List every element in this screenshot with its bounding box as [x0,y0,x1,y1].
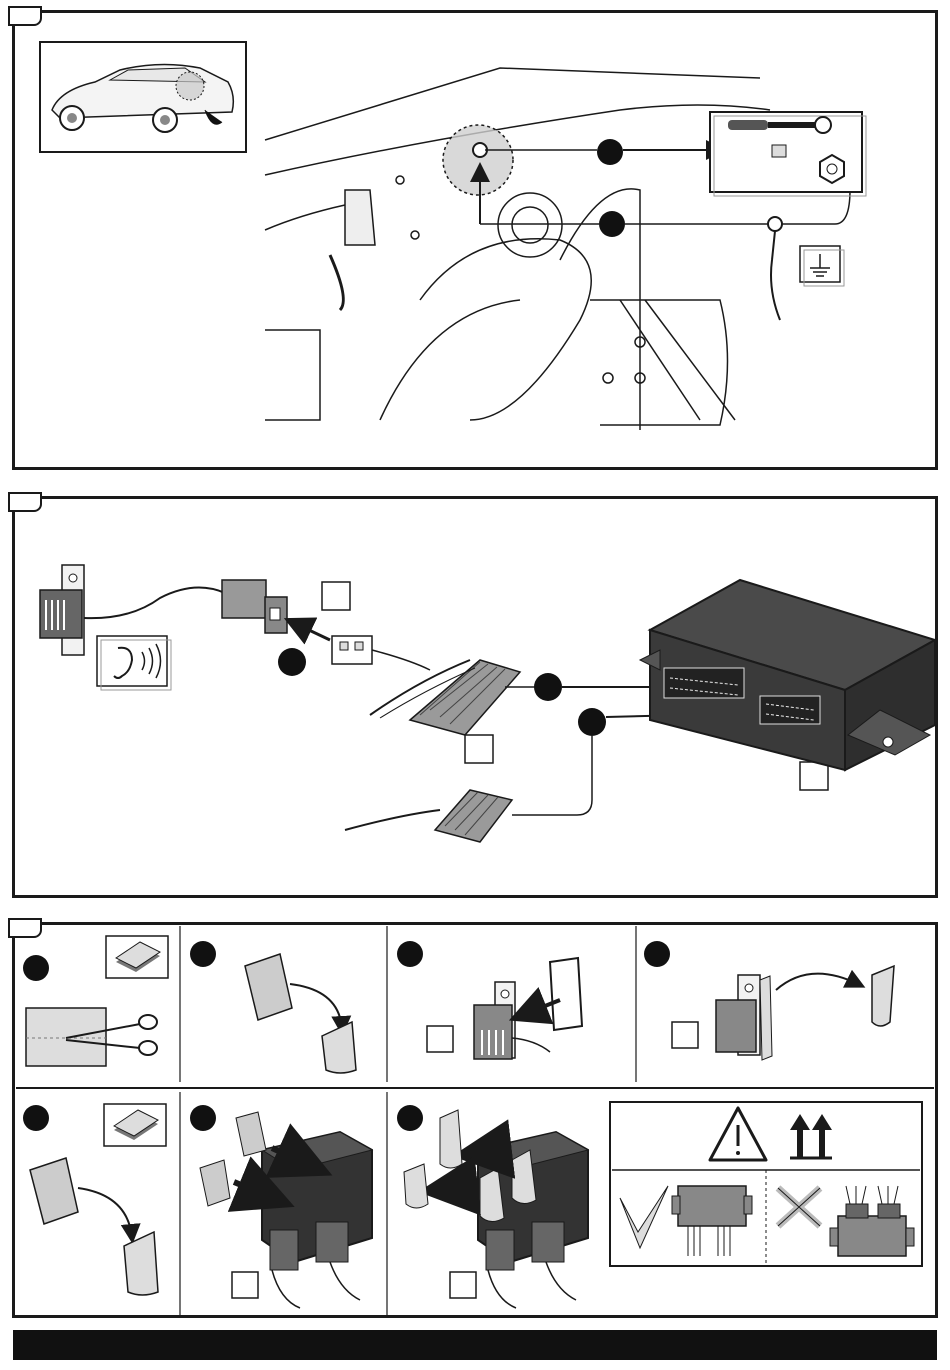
control-module [640,580,935,770]
step-circle [23,1105,49,1131]
step-circle [190,941,216,967]
peel-tape [245,954,356,1073]
apply-tape-buzzer [427,958,582,1059]
peel-tape-2 [30,1158,158,1295]
small-connector [332,636,372,664]
scissors-icon [26,1008,157,1066]
adhesive-tape-icon [104,1104,166,1146]
buzzer-device [40,565,84,655]
orientation-guide [610,1102,922,1266]
apply-pads-module [200,1112,372,1308]
ground-symbol-icon [800,246,844,286]
ground-point-highlight [443,125,513,195]
harness-connector-secondary [345,790,512,842]
tool-box [710,112,866,196]
step-circle [397,941,423,967]
ear-sound-icon [97,636,171,690]
step-circle [644,941,670,967]
step-marker-2 [599,211,625,237]
step-marker-plug [278,648,306,676]
step-marker-1 [597,139,623,165]
step-circle [397,1105,423,1131]
label-box [465,735,493,763]
adhesive-tape-icon [106,936,168,978]
step-circle [190,1105,216,1131]
car-thumbnail [40,42,246,152]
step-marker-connector-b [578,708,606,736]
ring-terminal [768,217,782,320]
label-box [800,762,828,790]
remove-backing [672,966,894,1060]
step-circle [23,955,49,981]
buzzer-plug [222,580,287,633]
label-box [322,582,350,610]
remove-pad-backing [404,1110,588,1308]
step-marker-connector-a [534,673,562,701]
harness-connector-main [370,660,520,735]
trunk-interior [265,68,770,430]
